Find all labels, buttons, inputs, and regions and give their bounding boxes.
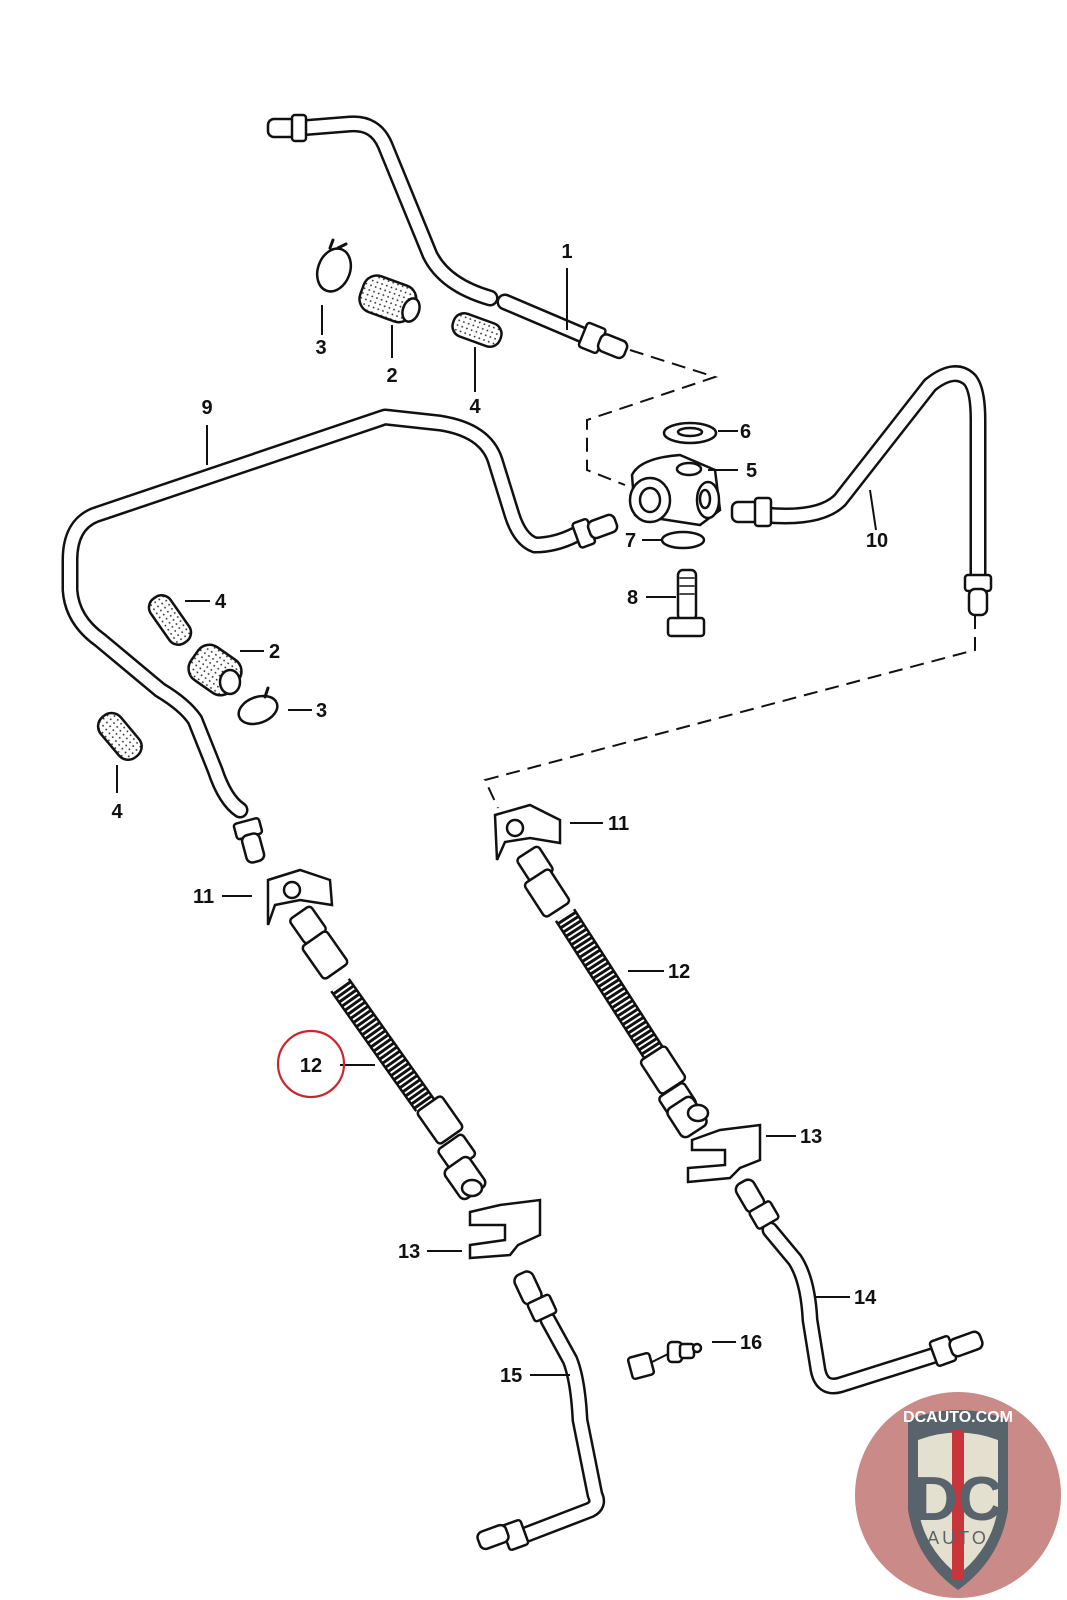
washer-upper[interactable] <box>662 421 718 445</box>
callout-5: 5 <box>746 460 757 482</box>
dcauto-logo[interactable]: DCAUTO.COM DC AUTO <box>855 1392 1061 1598</box>
callout-1: 1 <box>561 241 572 263</box>
bolt[interactable] <box>666 568 706 638</box>
callout-12-right: 12 <box>668 961 690 983</box>
callout-14: 14 <box>854 1287 877 1309</box>
brake-hose-left[interactable] <box>289 905 488 1201</box>
bracket-right[interactable] <box>493 803 562 861</box>
brake-line-right[interactable] <box>730 365 993 617</box>
callout-15: 15 <box>500 1365 522 1387</box>
brake-line-lower-left[interactable] <box>476 1269 606 1552</box>
callout-3-left: 3 <box>316 700 327 722</box>
callout-4-left-lower: 4 <box>111 801 123 823</box>
callout-4-left-upper: 4 <box>215 591 227 613</box>
retaining-clip-left[interactable] <box>468 1198 542 1260</box>
callout-12-left: 12 <box>300 1055 322 1077</box>
callout-8: 8 <box>627 587 638 609</box>
hose-clip-left[interactable] <box>235 686 281 729</box>
connector-dash-right <box>483 615 976 809</box>
callout-3: 3 <box>315 337 326 359</box>
grommet-upper[interactable] <box>356 272 423 327</box>
retaining-clip-right[interactable] <box>686 1123 762 1184</box>
callout-11-left: 11 <box>193 886 214 908</box>
logo-main-text: DC <box>913 1465 1003 1534</box>
connector-dash-upper <box>586 349 719 486</box>
callout-13-left: 13 <box>398 1241 420 1263</box>
brake-line-lower-right[interactable] <box>733 1177 984 1395</box>
callout-7: 7 <box>625 530 636 552</box>
logo-sub-text: AUTO <box>927 1528 989 1548</box>
callout-6: 6 <box>740 421 751 443</box>
sleeve-left-lower[interactable] <box>93 708 146 765</box>
sleeve-left-upper[interactable] <box>145 591 196 649</box>
distribution-piece[interactable] <box>628 453 722 527</box>
sensor[interactable] <box>626 1340 703 1381</box>
bracket-left[interactable] <box>266 868 334 926</box>
sleeve-upper[interactable] <box>449 310 504 350</box>
brake-line-left[interactable] <box>61 408 620 865</box>
brake-hose-right[interactable] <box>516 845 710 1139</box>
logo-top-text: DCAUTO.COM <box>903 1409 1013 1426</box>
washer-lower[interactable] <box>660 530 706 550</box>
hose-clip-upper[interactable] <box>311 238 356 296</box>
highlight-circle <box>276 1029 346 1099</box>
callout-9: 9 <box>201 397 212 419</box>
callout-2: 2 <box>386 365 397 387</box>
callout-16: 16 <box>740 1332 762 1354</box>
callout-4: 4 <box>469 396 481 418</box>
brake-line-upper[interactable] <box>266 113 630 363</box>
callout-10: 10 <box>866 530 888 552</box>
leader-lines <box>116 268 877 1376</box>
grommet-left[interactable] <box>183 639 247 700</box>
fitting-nut <box>290 113 308 143</box>
callout-11-right: 11 <box>608 813 629 835</box>
callout-13-right: 13 <box>800 1126 822 1148</box>
callout-2-left: 2 <box>269 641 280 663</box>
